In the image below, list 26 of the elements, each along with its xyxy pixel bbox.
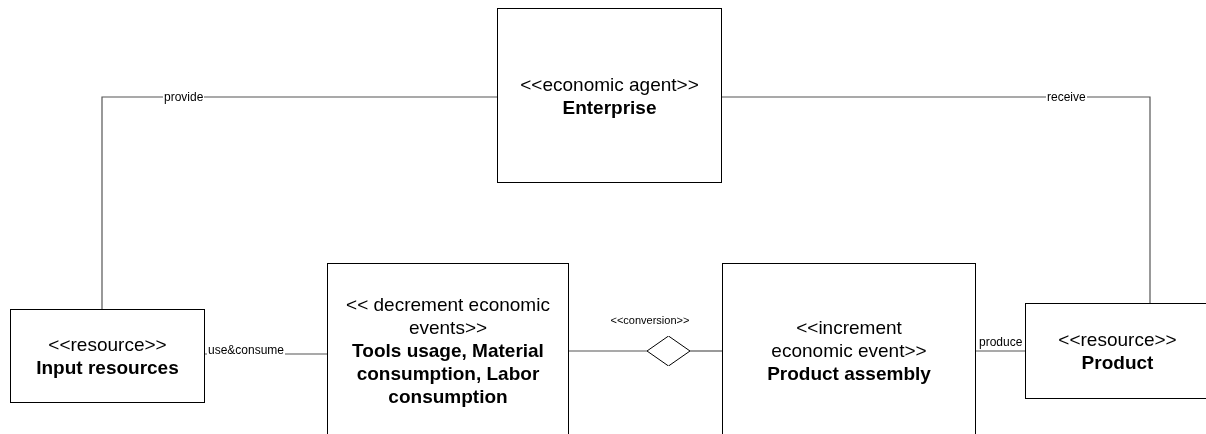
edge-label: receive (1046, 90, 1087, 104)
stereotype-label: <<resource>> (48, 333, 167, 356)
stereotype-label: <<increment economic event>> (770, 316, 928, 362)
association-line (975, 350, 1026, 352)
stereotype-label: << decrement economic events>> (345, 293, 551, 339)
association-line (101, 96, 498, 310)
class-name: Enterprise (562, 95, 657, 119)
association-line (568, 350, 648, 352)
class-name: Product (1081, 351, 1154, 374)
class-name: Tools usage, Material consumption, Labor consumption (351, 339, 545, 408)
edge-label: use&consume (207, 343, 286, 357)
edge-label: provide (163, 90, 205, 104)
class-name: Product assembly (767, 362, 931, 385)
association-line (689, 350, 723, 352)
stereotype-label: <<economic agent>> (520, 72, 699, 96)
class-box (1025, 303, 1206, 399)
association-diamond (647, 336, 690, 366)
class-box (327, 263, 569, 434)
class-name: Input resources (36, 356, 179, 379)
stereotype-label: <<conversion>> (609, 314, 691, 326)
association-line (721, 96, 1151, 304)
stereotype-label: <<resource>> (1058, 328, 1177, 351)
edge-label: produce (978, 335, 1024, 349)
class-box (497, 8, 722, 183)
class-box (722, 263, 976, 434)
class-box (10, 309, 205, 403)
